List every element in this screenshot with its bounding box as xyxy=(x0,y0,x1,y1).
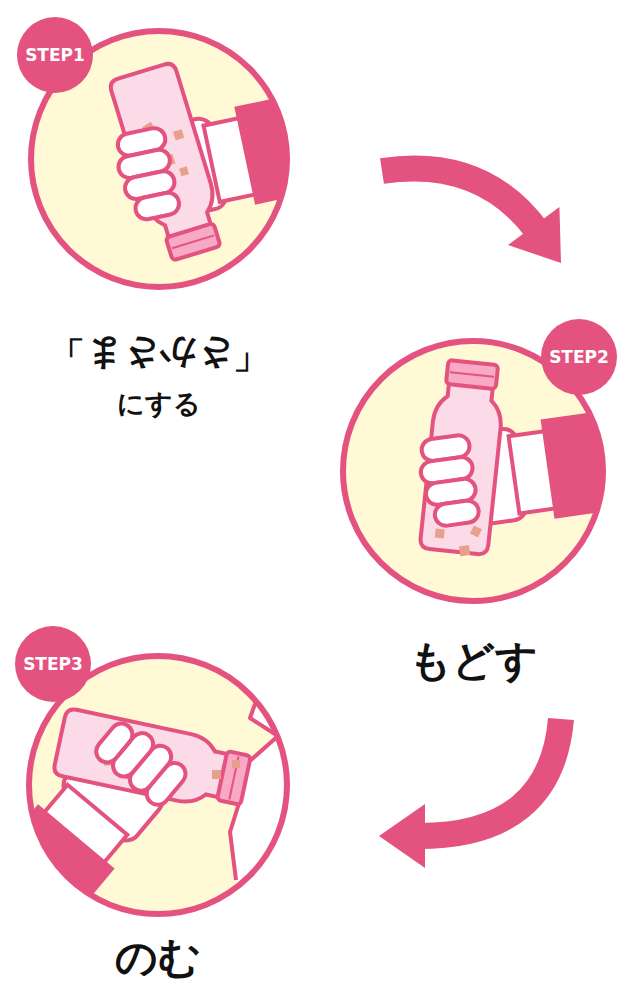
step-circle: STEP1「さかさま」にする xyxy=(31,31,287,287)
step-circle: STEP2もどす xyxy=(343,341,603,601)
arrow-head xyxy=(379,804,425,868)
step-badge: STEP1 xyxy=(17,17,93,93)
step-caption: 「さかさま」 xyxy=(0,334,319,374)
step-caption: にする xyxy=(0,389,319,419)
step-caption: もどす xyxy=(313,638,633,684)
arrow-shaft xyxy=(419,719,561,836)
step-circle: STEP3のむ xyxy=(29,656,287,914)
step-caption: のむ xyxy=(0,935,318,981)
step-badge: STEP3 xyxy=(15,626,91,702)
arrow-shaft xyxy=(382,168,537,230)
step-badge: STEP2 xyxy=(541,319,617,395)
arrow-head xyxy=(508,207,561,263)
curved-arrow xyxy=(379,719,561,868)
curved-arrow xyxy=(382,168,561,263)
